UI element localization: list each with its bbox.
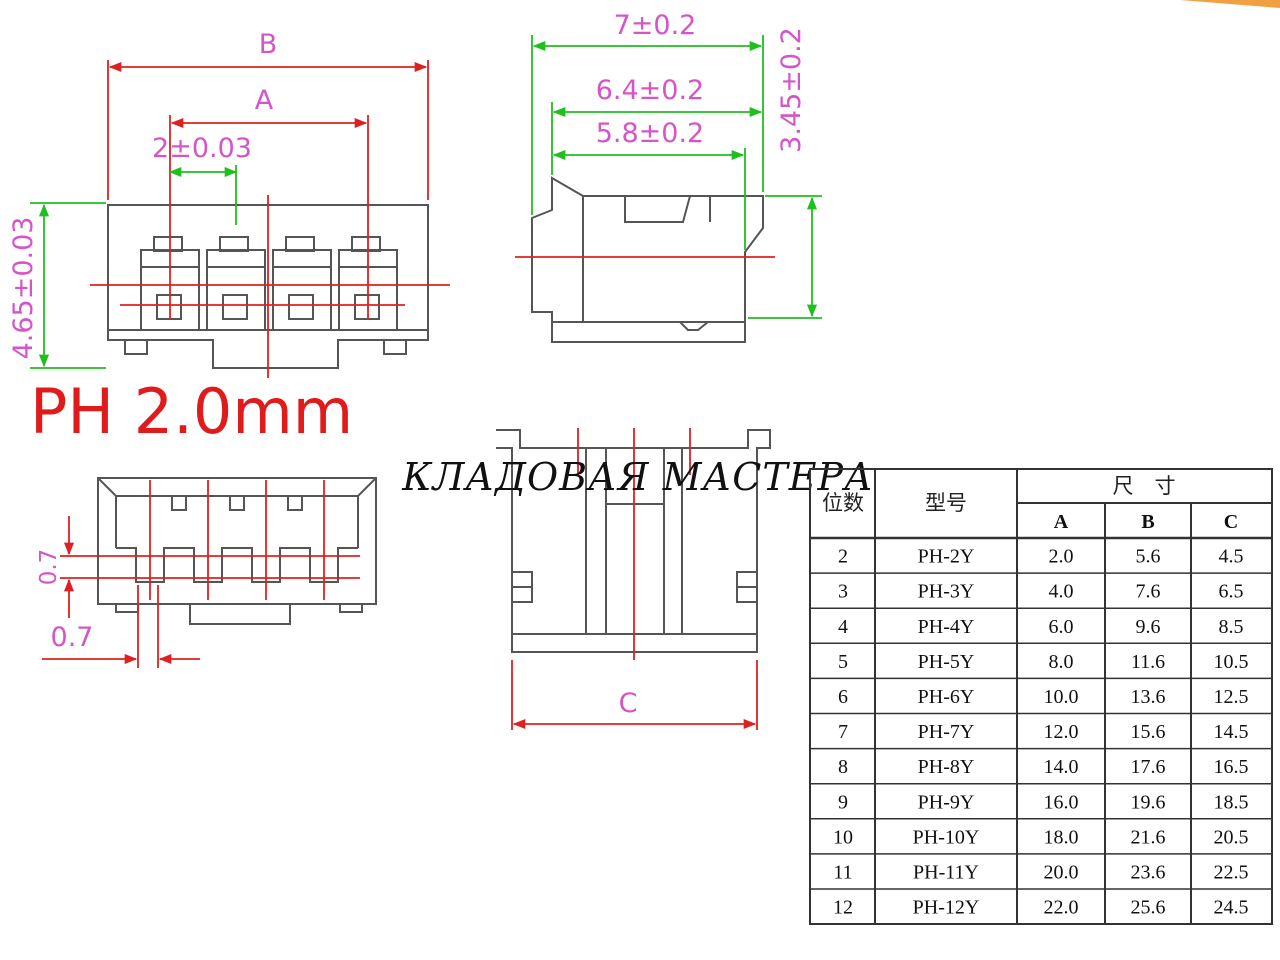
cell-model: PH-11Y — [913, 861, 979, 883]
cell-a: 18.0 — [1044, 826, 1079, 848]
cell-c: 20.5 — [1214, 826, 1249, 848]
cell-c: 24.5 — [1214, 897, 1249, 919]
table-row: 6 PH-6Y 10.0 13.6 12.5 — [838, 686, 1249, 708]
watermark-text: КЛАДОВАЯ МАСТЕРА — [401, 455, 874, 499]
cell-positions: 2 — [838, 546, 848, 568]
cell-c: 10.5 — [1214, 651, 1249, 673]
cell-b: 23.6 — [1131, 861, 1166, 883]
cell-positions: 7 — [838, 721, 848, 743]
header-model: 型号 — [925, 491, 967, 515]
table-row: 3 PH-3Y 4.0 7.6 6.5 — [838, 581, 1244, 603]
side-view-dims — [515, 35, 822, 319]
cell-c: 14.5 — [1214, 721, 1249, 743]
cell-model: PH-12Y — [913, 897, 980, 919]
cell-c: 8.5 — [1219, 616, 1244, 638]
table-row: 10 PH-10Y 18.0 21.6 20.5 — [833, 826, 1249, 848]
pitch-label: 2±0.03 — [152, 133, 252, 164]
cell-b: 9.6 — [1136, 616, 1161, 638]
cell-b: 21.6 — [1131, 826, 1166, 848]
header-dimensions: 尺 寸 — [1113, 474, 1176, 498]
front-view-dimensions — [90, 60, 450, 378]
cell-a: 10.0 — [1044, 686, 1079, 708]
cell-c: 6.5 — [1219, 581, 1244, 603]
table-row: 4 PH-4Y 6.0 9.6 8.5 — [838, 616, 1244, 638]
cell-model: PH-3Y — [918, 581, 975, 603]
cell-b: 25.6 — [1131, 897, 1166, 919]
corner-accent — [1180, 0, 1280, 8]
side-height-label: 3.45±0.2 — [776, 27, 807, 153]
cell-a: 4.0 — [1049, 581, 1074, 603]
cell-a: 8.0 — [1049, 651, 1074, 673]
cell-model: PH-6Y — [918, 686, 975, 708]
cell-positions: 8 — [838, 756, 848, 778]
cell-model: PH-9Y — [918, 791, 975, 813]
header-col-b: B — [1141, 511, 1154, 533]
cell-positions: 3 — [838, 581, 848, 603]
cell-b: 13.6 — [1131, 686, 1166, 708]
header-col-a: A — [1054, 511, 1069, 533]
side-inner-label: 5.8±0.2 — [596, 118, 705, 149]
cell-model: PH-5Y — [918, 651, 975, 673]
cell-positions: 6 — [838, 686, 848, 708]
table-row: 12 PH-12Y 22.0 25.6 24.5 — [833, 897, 1249, 919]
cell-a: 20.0 — [1044, 861, 1079, 883]
cell-model: PH-10Y — [913, 826, 980, 848]
cell-c: 22.5 — [1214, 861, 1249, 883]
cell-positions: 12 — [833, 897, 853, 919]
side-mid-label: 6.4±0.2 — [596, 75, 705, 106]
cell-positions: 9 — [838, 791, 848, 813]
table-row: 2 PH-2Y 2.0 5.6 4.5 — [838, 546, 1244, 568]
cell-model: PH-2Y — [918, 546, 975, 568]
cell-model: PH-7Y — [918, 721, 975, 743]
cell-c: 4.5 — [1219, 546, 1244, 568]
cell-positions: 4 — [838, 616, 848, 638]
cell-b: 19.6 — [1131, 791, 1166, 813]
table-row: 8 PH-8Y 14.0 17.6 16.5 — [838, 756, 1249, 778]
table-row: 11 PH-11Y 20.0 23.6 22.5 — [833, 861, 1248, 883]
cell-c: 18.5 — [1214, 791, 1249, 813]
dim-a-label: A — [255, 85, 274, 116]
cell-a: 12.0 — [1044, 721, 1079, 743]
rear-view-dims — [511, 428, 758, 730]
cell-b: 11.6 — [1131, 651, 1165, 673]
front-view — [107, 204, 429, 369]
dimension-table: 位数 型号 尺 寸 A B C 2 PH-2Y 2.0 5.6 4.5 3 PH-3Y 4.0… — [809, 468, 1273, 925]
cell-positions: 11 — [833, 861, 852, 883]
product-title: PH 2.0mm — [30, 375, 353, 448]
cell-model: PH-8Y — [918, 756, 975, 778]
front-height-label: 4.65±0.03 — [8, 217, 39, 360]
table-row: 5 PH-5Y 8.0 11.6 10.5 — [838, 651, 1249, 673]
header-col-c: C — [1224, 511, 1238, 533]
front-view-green-dims — [30, 165, 238, 369]
table-row: 9 PH-9Y 16.0 19.6 18.5 — [838, 791, 1249, 813]
cell-c: 16.5 — [1214, 756, 1249, 778]
bottom-view — [97, 477, 377, 625]
cell-c: 12.5 — [1214, 686, 1249, 708]
dim-c-label: C — [619, 688, 638, 719]
cell-positions: 10 — [833, 826, 853, 848]
cell-a: 14.0 — [1044, 756, 1079, 778]
cell-a: 2.0 — [1049, 546, 1074, 568]
cell-b: 7.6 — [1136, 581, 1161, 603]
dim-b-label: B — [259, 29, 278, 60]
bottom-vertical-dim: 0.7 — [36, 549, 62, 586]
bottom-view-dims — [42, 480, 360, 668]
bottom-horizontal-dim: 0.7 — [51, 622, 94, 653]
cell-a: 22.0 — [1044, 897, 1079, 919]
cell-model: PH-4Y — [918, 616, 975, 638]
cell-b: 15.6 — [1131, 721, 1166, 743]
cell-b: 5.6 — [1136, 546, 1161, 568]
side-length-label: 7±0.2 — [614, 10, 697, 41]
cell-b: 17.6 — [1131, 756, 1166, 778]
cell-positions: 5 — [838, 651, 848, 673]
cell-a: 16.0 — [1044, 791, 1079, 813]
side-view — [531, 176, 764, 343]
cell-a: 6.0 — [1049, 616, 1074, 638]
table-row: 7 PH-7Y 12.0 15.6 14.5 — [838, 721, 1249, 743]
header-positions: 位数 — [822, 491, 864, 515]
